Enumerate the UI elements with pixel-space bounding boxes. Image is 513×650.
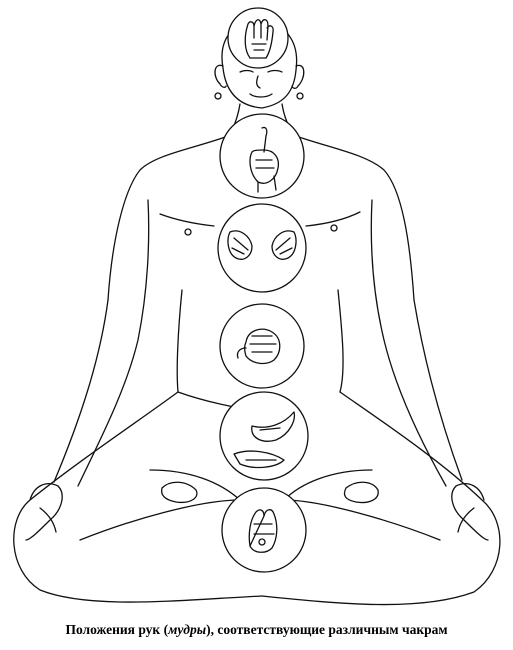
chakra-circle-navel: [219, 303, 305, 389]
open-palm-mudra-icon: [244, 19, 274, 59]
caption-text-before: Положения рук (: [65, 622, 169, 637]
pointing-finger-mudra-icon: [249, 126, 280, 193]
chakra-circle-crown: [227, 7, 289, 69]
cupped-hands-mudra-icon: [233, 411, 296, 469]
figure-caption: Положения рук (мудры), соответствующие р…: [0, 622, 513, 638]
caption-text-after: ), соответствующие различным чакрам: [206, 622, 448, 637]
caption-text-italic: мудры: [168, 622, 207, 637]
chakra-circle-sacral: [219, 391, 309, 481]
chakra-circle-heart: [217, 203, 307, 293]
joined-fingers-mudra-icon: [248, 509, 278, 553]
chakra-circle-throat: [219, 113, 305, 199]
fist-mudra-icon: [236, 328, 281, 365]
chakra-circle-root: [221, 487, 307, 573]
paired-hands-mudra-icon: [227, 230, 297, 260]
meditating-figure-illustration: [13, 7, 501, 606]
